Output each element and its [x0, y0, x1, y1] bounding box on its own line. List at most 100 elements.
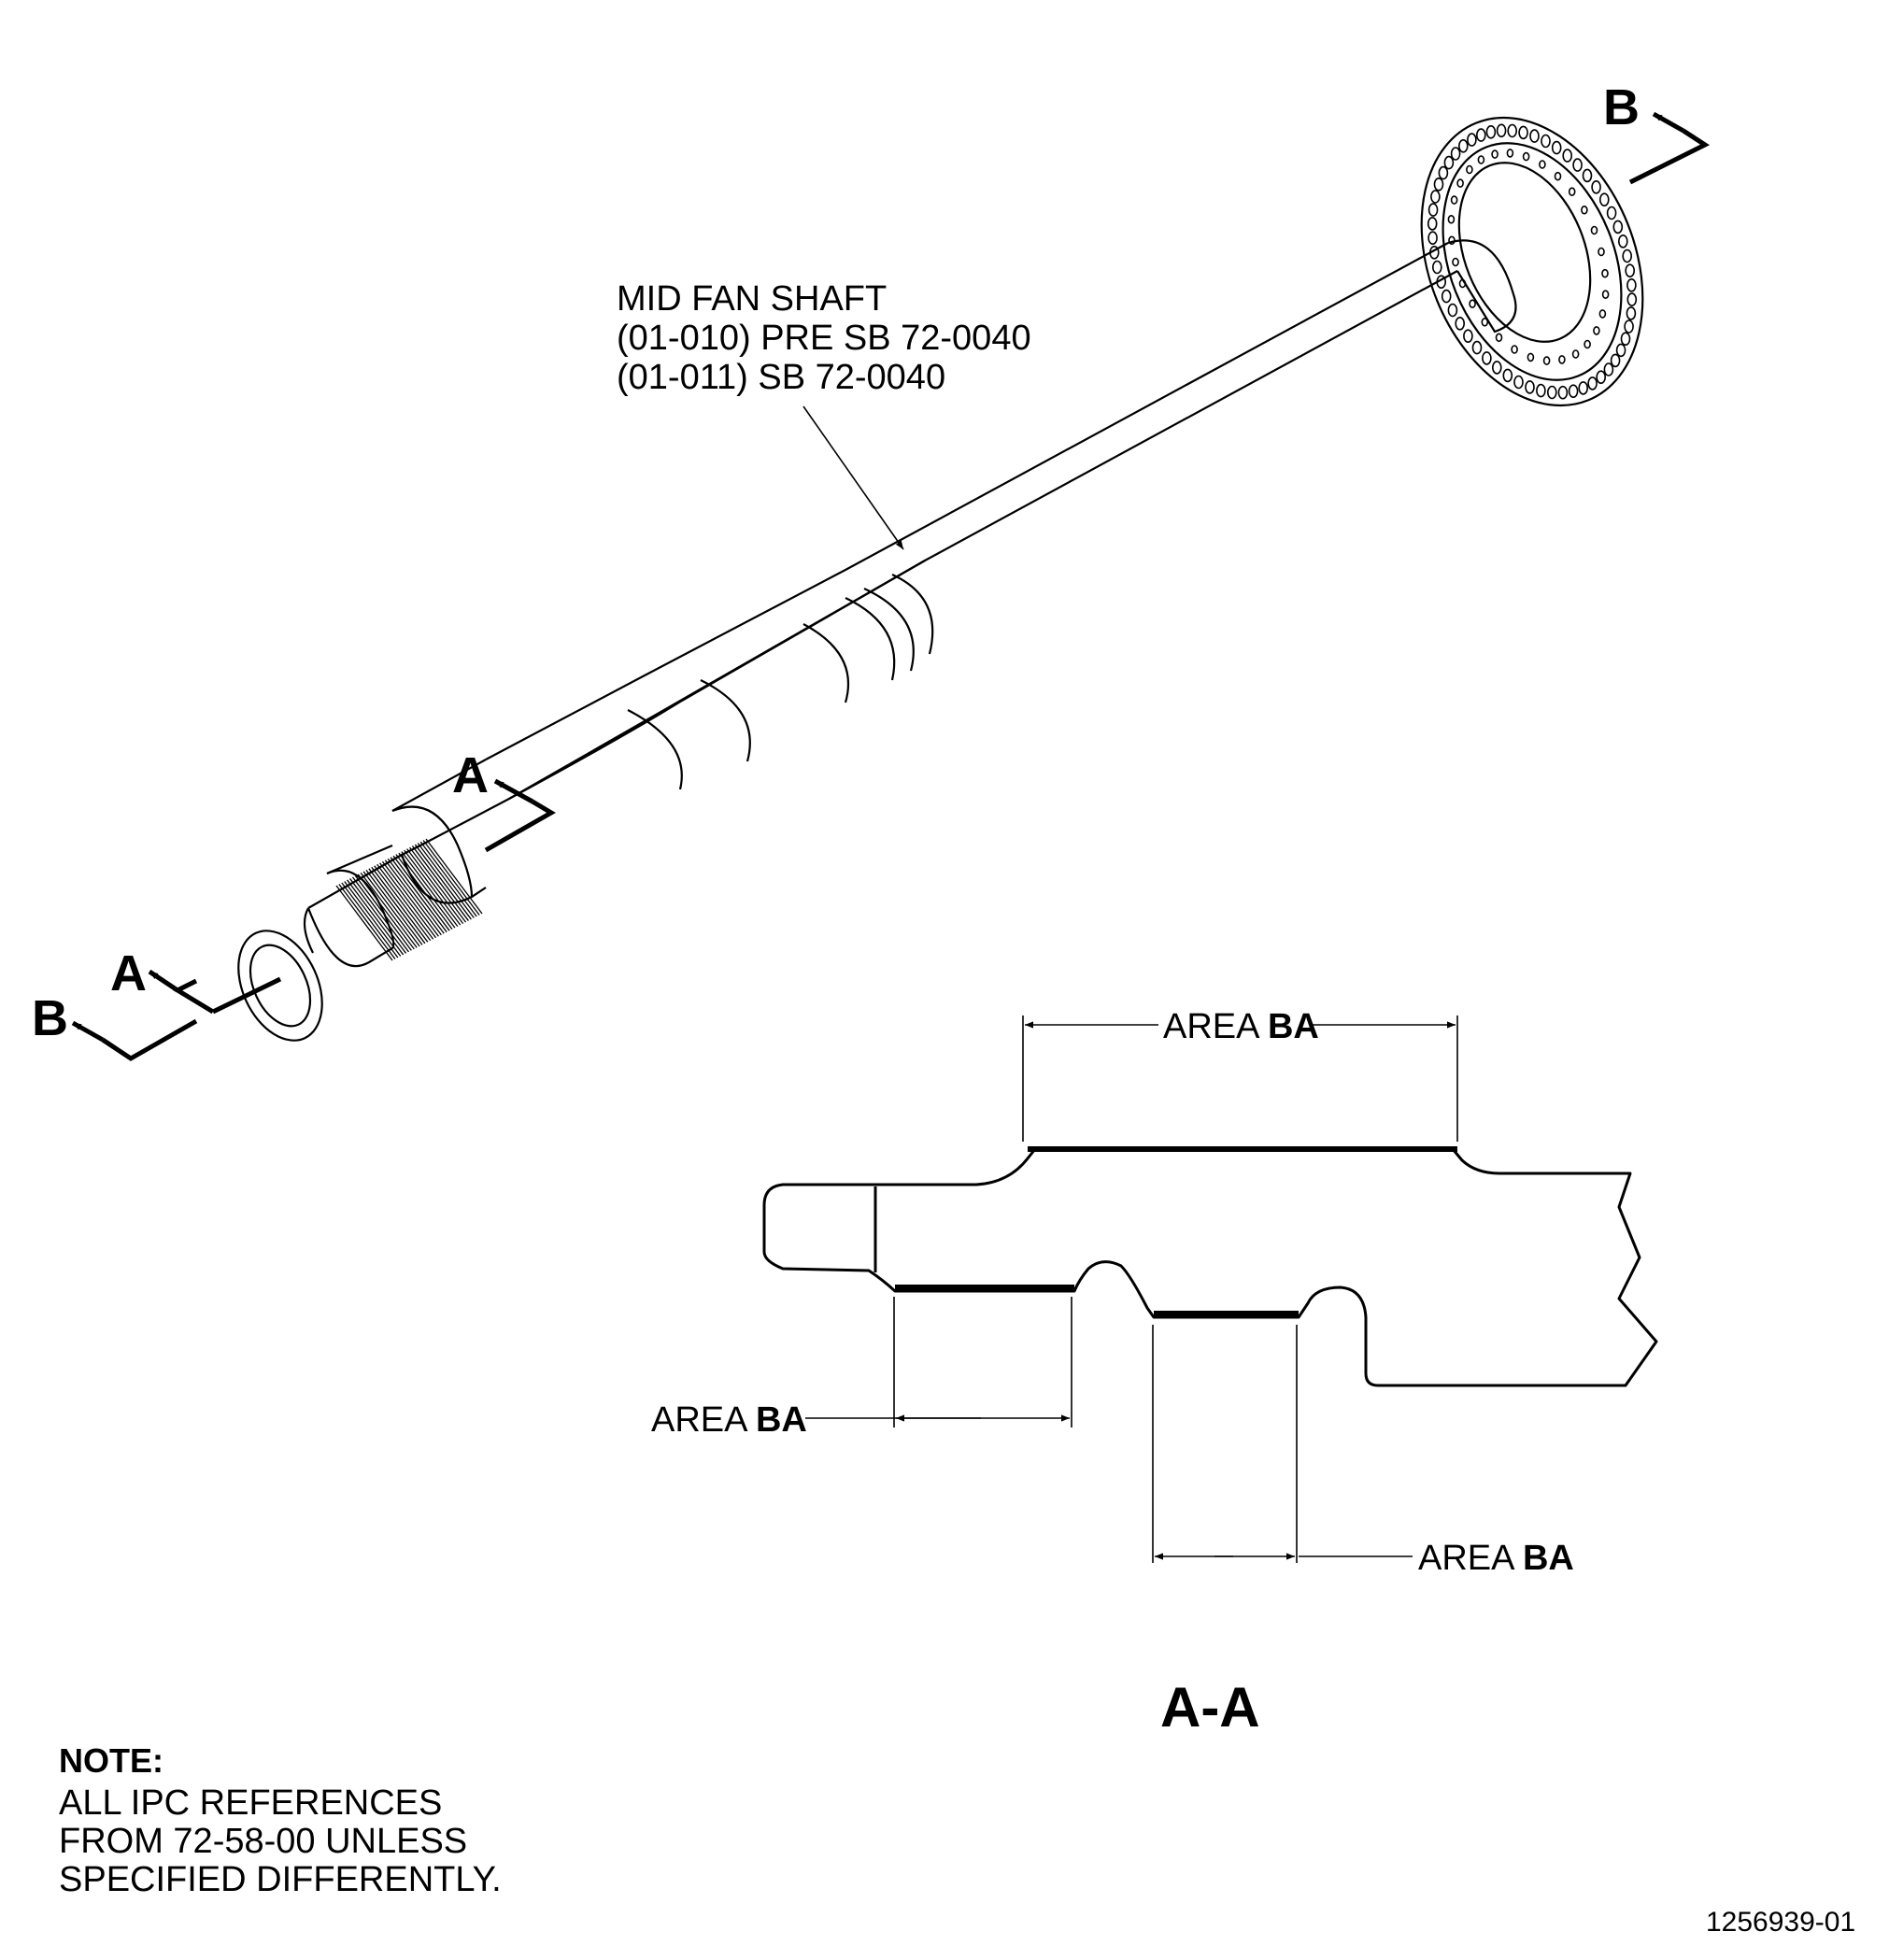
spline-tooth [417, 843, 475, 918]
flange-bolt-hole [1458, 139, 1469, 153]
spline-tooth [374, 865, 432, 942]
section-b-cut-marker [71, 111, 1711, 1061]
spline-tooth [371, 866, 429, 943]
spline-tooth [376, 863, 434, 940]
flange-bolt-hole [1467, 133, 1477, 147]
flange-inner-hole [1584, 339, 1591, 349]
flange-bolt-hole [1572, 158, 1583, 172]
flange-bolt-hole [1525, 380, 1535, 394]
flange-inner-hole [1593, 326, 1600, 335]
flange-bolt-hole [1626, 277, 1637, 292]
area-label-left: AREA BA [651, 1400, 807, 1440]
spline-tooth [349, 878, 407, 954]
flange-bolt-hole [1438, 165, 1449, 180]
flange-bolt-hole [1606, 206, 1617, 220]
flange-bolt-hole [1568, 384, 1579, 399]
flange-inner-hole [1458, 278, 1467, 289]
flange-bolt-hole [1455, 316, 1465, 331]
note-heading: NOTE: [59, 1741, 163, 1780]
spline-tooth [338, 884, 396, 959]
part-callout-line3: (01-011) SB 72-0040 [617, 358, 945, 397]
flange-bolt-hole [1599, 192, 1610, 206]
spline-tooth [381, 860, 439, 937]
spline-tooth [422, 840, 480, 916]
flange-bolt-hole [1502, 368, 1513, 383]
flange-bolt-hole [1443, 155, 1455, 170]
spline-tooth [404, 849, 462, 926]
flange-bolt-hole [1624, 320, 1634, 334]
spline-tooth [360, 872, 418, 948]
flange-inner-hole [1598, 247, 1605, 257]
spline-tooth [406, 848, 464, 924]
spline-tooth [357, 873, 415, 950]
flange-bolt-hole [1463, 329, 1473, 344]
spline-tooth [354, 875, 412, 951]
flange-bolt-hole [1591, 180, 1601, 194]
flange-bolt-hole [1578, 381, 1588, 395]
flange-bolt-hole [1518, 125, 1528, 140]
flange-inner-hole [1590, 225, 1598, 235]
flange-bolt-hole [1562, 149, 1572, 163]
spline-tooth [384, 859, 442, 936]
flange-inner-hole [1481, 317, 1489, 327]
flange-inner-hole [1558, 355, 1566, 364]
section-a-cut-marker [148, 778, 556, 1015]
flange-bolt-hole [1547, 385, 1557, 400]
spline-tooth [335, 885, 393, 961]
flange-inner-hole [1495, 333, 1503, 343]
flange-bolt-hole [1471, 340, 1483, 355]
flange-inner-hole [1539, 160, 1546, 169]
flange-bolt-hole [1557, 385, 1569, 400]
flange-bolt-hole [1482, 351, 1492, 365]
spline-tooth [344, 881, 402, 957]
section-a-a-profile [762, 1146, 1658, 1387]
section-a-label-upper: A [452, 747, 489, 803]
flange-inner-hole [1522, 151, 1530, 162]
flange-inner-hole [1598, 309, 1607, 319]
note-line-2: FROM 72-58-00 UNLESS [59, 1822, 467, 1861]
flange-bolt-hole [1476, 128, 1486, 142]
flange-bolt-hole [1429, 245, 1440, 260]
flange-inner-hole [1491, 149, 1498, 159]
flange-bolt-hole [1441, 289, 1452, 304]
flange-bolt-hole [1610, 353, 1621, 368]
spline-tooth [390, 857, 447, 933]
flange-inner-hole [1452, 257, 1459, 267]
flange-inner-hole [1542, 356, 1551, 365]
flange-bolt-hole [1596, 370, 1606, 385]
section-b-label-upper: B [1603, 79, 1640, 135]
flange-inner-hole [1477, 155, 1485, 164]
part-callout-line2: (01-010) PRE SB 72-0040 [617, 319, 1031, 358]
flange-bolt-hole [1587, 376, 1598, 391]
flange-inner-hole [1571, 349, 1580, 359]
section-a-label-lower: A [110, 945, 147, 1001]
flange-inner-hole [1601, 268, 1609, 278]
flange-inner-hole [1456, 178, 1464, 188]
part-callout-leader [802, 405, 904, 550]
note-line-3: SPECIFIED DIFFERENTLY. [59, 1860, 502, 1899]
flange-bolt-hole [1626, 292, 1638, 306]
spline-tooth [379, 862, 437, 939]
section-b-label-lower: B [32, 990, 68, 1046]
flange-bolt-hole [1427, 203, 1439, 217]
spline-tooth [398, 852, 456, 929]
flange-inner-hole [1466, 164, 1473, 175]
spline-tooth [351, 876, 409, 953]
area-dimensions [805, 1016, 1458, 1563]
flange-bolt-hole [1626, 306, 1637, 320]
flange-bolt-hole [1541, 134, 1551, 149]
flange-bolt-hole [1436, 275, 1446, 290]
flange-bolt-hole [1536, 383, 1546, 398]
spline-tooth [341, 882, 399, 959]
spline-tooth [419, 841, 477, 917]
flange-inner-hole [1581, 206, 1588, 215]
note-line-1: ALL IPC REFERENCES [59, 1783, 442, 1823]
spline-tooth [387, 858, 445, 934]
flange-bolt-hole [1447, 303, 1458, 318]
flange-bolt-hole [1432, 260, 1442, 275]
mid-fan-shaft-illustration [237, 116, 1644, 1042]
flange-bolt-hole [1507, 123, 1517, 138]
spline-tooth [365, 869, 423, 945]
flange-bolt-hole [1603, 362, 1614, 376]
